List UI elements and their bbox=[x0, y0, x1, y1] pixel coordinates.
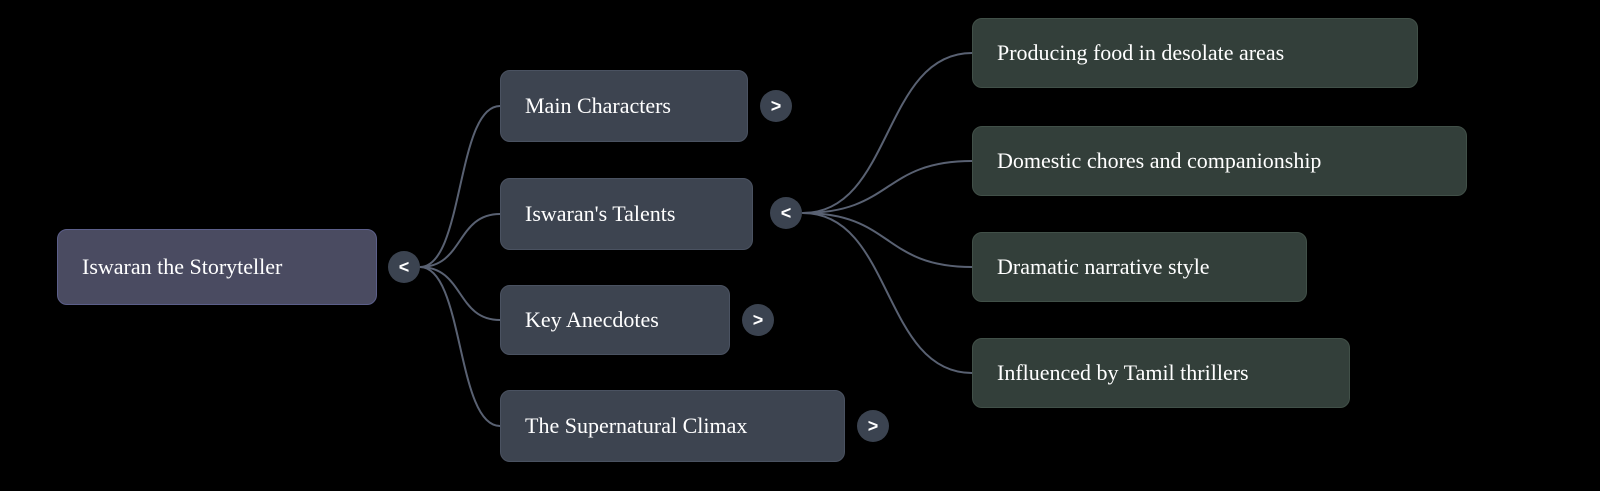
node-domestic-chores[interactable]: Domestic chores and companionship bbox=[972, 126, 1467, 196]
edge-talents-to-tamil-thrillers bbox=[802, 212, 973, 374]
collapse-toggle-root[interactable]: < bbox=[388, 251, 420, 283]
node-dramatic-style[interactable]: Dramatic narrative style bbox=[972, 232, 1307, 302]
node-iswarans-talents-label: Iswaran's Talents bbox=[525, 201, 676, 226]
expand-toggle-supernatural-climax[interactable]: > bbox=[857, 410, 889, 442]
edge-talents-to-producing-food bbox=[802, 52, 973, 214]
edge-talents-to-dramatic-style bbox=[802, 212, 973, 268]
expand-toggle-main-characters[interactable]: > bbox=[760, 90, 792, 122]
node-key-anecdotes-label: Key Anecdotes bbox=[525, 307, 659, 332]
edge-root-to-supernatural-climax bbox=[419, 266, 501, 427]
node-root[interactable]: Iswaran the Storyteller bbox=[57, 229, 377, 305]
edge-root-to-iswarans-talents bbox=[419, 213, 501, 268]
node-key-anecdotes[interactable]: Key Anecdotes bbox=[500, 285, 730, 355]
node-dramatic-style-label: Dramatic narrative style bbox=[997, 254, 1210, 279]
node-tamil-thrillers-label: Influenced by Tamil thrillers bbox=[997, 360, 1249, 385]
node-producing-food[interactable]: Producing food in desolate areas bbox=[972, 18, 1418, 88]
node-main-characters-label: Main Characters bbox=[525, 93, 671, 118]
node-producing-food-label: Producing food in desolate areas bbox=[997, 40, 1285, 65]
node-root-label: Iswaran the Storyteller bbox=[82, 254, 283, 279]
node-supernatural-climax[interactable]: The Supernatural Climax bbox=[500, 390, 845, 462]
edge-root-to-key-anecdotes bbox=[419, 266, 501, 321]
node-tamil-thrillers[interactable]: Influenced by Tamil thrillers bbox=[972, 338, 1350, 408]
node-main-characters[interactable]: Main Characters bbox=[500, 70, 748, 142]
edge-root-to-main-characters bbox=[419, 105, 501, 268]
node-supernatural-climax-label: The Supernatural Climax bbox=[525, 413, 748, 438]
expand-toggle-key-anecdotes[interactable]: > bbox=[742, 304, 774, 336]
node-iswarans-talents[interactable]: Iswaran's Talents bbox=[500, 178, 753, 250]
node-domestic-chores-label: Domestic chores and companionship bbox=[997, 148, 1322, 173]
edge-talents-to-domestic-chores bbox=[802, 160, 973, 214]
collapse-toggle-iswarans-talents[interactable]: < bbox=[770, 197, 802, 229]
